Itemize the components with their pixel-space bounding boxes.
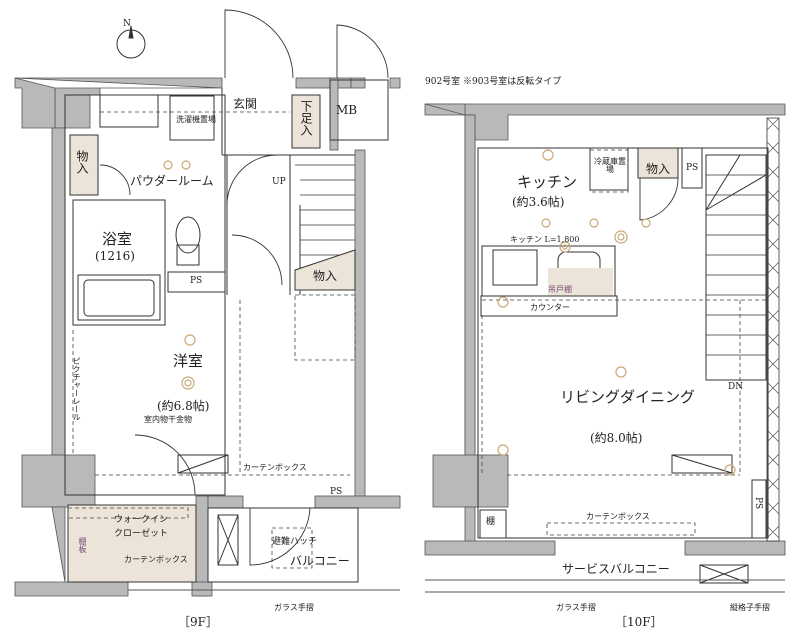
room-label-storage-10f: 物入: [646, 162, 671, 176]
room-label-living-size: (約8.0帖): [590, 431, 643, 445]
walls-10f: [424, 103, 786, 556]
dashed-9f: [72, 111, 356, 569]
light-fixture-icons: [163, 149, 736, 476]
room-label-walkin-closet-1: ウォークイン: [114, 515, 169, 525]
label-ps-10f: PS: [686, 163, 699, 173]
label-fridge: 冷蔵庫置場: [594, 157, 626, 174]
room-label-bath-size: (1216): [95, 249, 135, 263]
lattice-wall: [766, 117, 780, 542]
doors-9f: [99, 9, 389, 566]
room-label-western-room: 洋室: [173, 352, 204, 370]
walls-9f: [14, 77, 401, 597]
room-label-storage-left: 物入: [75, 150, 89, 174]
label-ps2: PS: [330, 487, 343, 497]
doors-10f: [639, 177, 679, 221]
floor-label-10f: ［10F］: [615, 615, 663, 629]
label-glass-rail-10f: ガラス手摺: [556, 603, 596, 612]
unit-note: 902号室 ※903号室は反転タイプ: [425, 77, 562, 87]
rails-10f: [128, 579, 785, 593]
room-label-balcony: バルコニー: [290, 554, 350, 568]
label-curtain-box2: カーテンボックス: [124, 555, 188, 564]
label-picture-rail: ピクチャーレール: [72, 357, 81, 421]
label-curtain-box-10f: カーテンボックス: [586, 512, 650, 521]
room-label-kitchen: キッチン: [517, 173, 578, 191]
room-label-bath: 浴室: [102, 230, 133, 248]
compass-icon: [116, 25, 146, 59]
compass-label: N: [123, 19, 131, 29]
room-label-service-balcony: サービスバルコニー: [562, 562, 670, 576]
room-label-entrance: 玄関: [233, 97, 258, 111]
room-label-powder-room: パウダールーム: [130, 174, 214, 188]
label-lattice-rail: 縦格子手摺: [730, 603, 770, 612]
label-counter: カウンター: [530, 303, 570, 312]
dashed-10f: [67, 149, 768, 536]
label-evac-hatch: 避難ハッチ: [272, 537, 318, 547]
room-label-washer: 洗濯機置場: [176, 115, 216, 124]
label-hanging-cabinet: 吊戸棚: [548, 285, 572, 294]
floor-label-9f: ［9F］: [178, 615, 218, 629]
room-label-kitchen-size: (約3.6帖): [512, 195, 565, 209]
room-label-walkin-closet-2: クローゼット: [114, 529, 169, 539]
label-curtain-box: カーテンボックス: [243, 463, 307, 472]
label-dn: DN: [728, 382, 744, 392]
label-shelf: 棚板: [78, 537, 87, 553]
room-label-living: リビングダイニング: [560, 388, 696, 406]
room-label-meter-box: MB: [336, 103, 358, 117]
room-label-western-size: (約6.8帖): [157, 399, 210, 413]
lattice-pattern: [766, 117, 780, 539]
label-up: UP: [272, 177, 286, 187]
label-shelf-10f: 棚: [486, 517, 496, 527]
label-glass-rail-9f: ガラス手摺: [274, 603, 314, 612]
room-label-shoe-storage: 下足入: [299, 100, 313, 136]
label-drying-hardware: 室内物干金物: [144, 415, 192, 424]
label-kitchen-length: キッチン L=1,800: [510, 235, 580, 244]
room-label-storage-stairs: 物入: [313, 269, 338, 283]
label-ps: PS: [190, 276, 203, 286]
label-ps2-10f: PS: [753, 497, 763, 510]
